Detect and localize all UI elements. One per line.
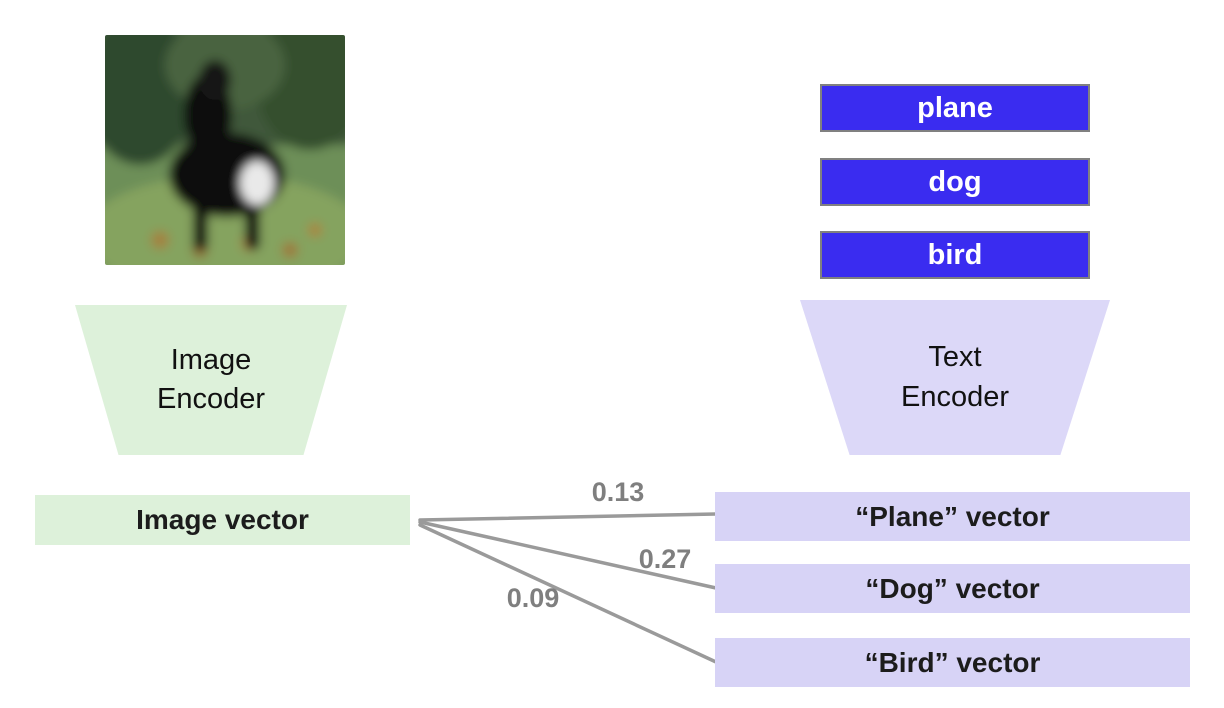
text-input-plane: plane xyxy=(820,84,1090,132)
dog-vector: “Dog” vector xyxy=(715,564,1190,613)
plane-vector: “Plane” vector xyxy=(715,492,1190,541)
text-encoder: Text Encoder xyxy=(800,300,1110,455)
line-image-to-plane xyxy=(418,512,718,522)
text-input-dog: dog xyxy=(820,158,1090,206)
bird-vector: “Bird” vector xyxy=(715,638,1190,687)
dog-photo-graphic xyxy=(105,35,345,265)
image-vector: Image vector xyxy=(35,495,410,545)
text-encoder-label: Text Encoder xyxy=(900,341,1009,413)
similarity-score-plane: 0.13 xyxy=(591,477,645,507)
dog-photo xyxy=(105,35,345,265)
similarity-score-bird: 0.09 xyxy=(506,583,560,613)
image-encoder-label: Image Encoder xyxy=(156,343,265,415)
similarity-score-dog: 0.27 xyxy=(638,544,692,574)
text-input-bird: bird xyxy=(820,231,1090,279)
image-encoder: Image Encoder xyxy=(75,305,347,455)
